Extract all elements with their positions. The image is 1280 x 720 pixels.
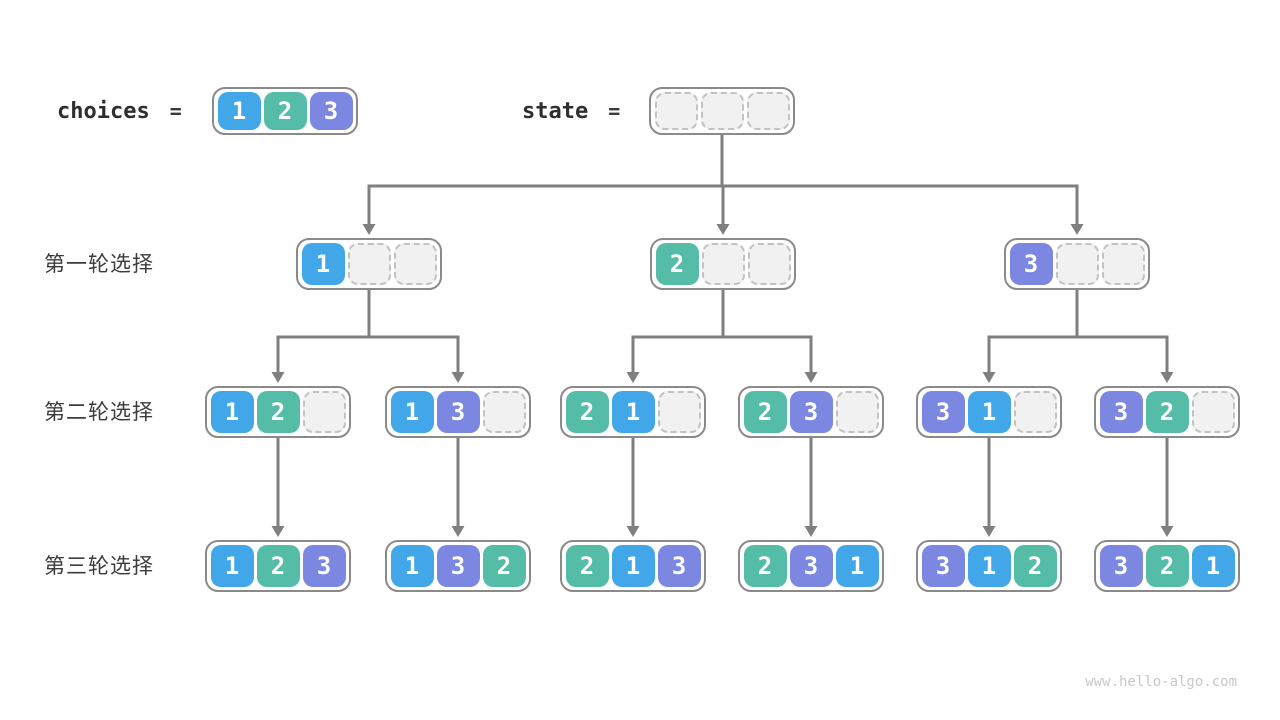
value-cell-2: 2 <box>256 391 300 433</box>
value-cell-2: 2 <box>743 545 787 587</box>
empty-cell <box>347 243 391 285</box>
empty-cell <box>746 92 790 130</box>
equals-sign: = <box>608 99 621 123</box>
round1-state-box-2: 3 <box>1004 238 1150 290</box>
value-cell-3: 3 <box>1099 391 1143 433</box>
round-2-label: 第二轮选择 <box>44 400 154 424</box>
state-label: state <box>522 98 589 124</box>
empty-cell <box>747 243 791 285</box>
value-cell-3: 3 <box>1099 545 1143 587</box>
value-cell-1: 1 <box>210 391 254 433</box>
empty-cell <box>393 243 437 285</box>
value-cell-1: 1 <box>301 243 345 285</box>
empty-cell <box>1191 391 1235 433</box>
value-cell-2: 2 <box>263 92 307 130</box>
value-cell-1: 1 <box>210 545 254 587</box>
state-expression: state = <box>522 87 620 135</box>
value-cell-3: 3 <box>436 391 480 433</box>
empty-cell <box>654 92 698 130</box>
value-cell-3: 3 <box>309 92 353 130</box>
empty-cell <box>1101 243 1145 285</box>
value-cell-1: 1 <box>835 545 879 587</box>
value-cell-1: 1 <box>217 92 261 130</box>
value-cell-1: 1 <box>611 391 655 433</box>
value-cell-2: 2 <box>1013 545 1057 587</box>
choices-label: choices <box>57 98 150 124</box>
value-cell-2: 2 <box>256 545 300 587</box>
value-cell-1: 1 <box>611 545 655 587</box>
value-cell-2: 2 <box>482 545 526 587</box>
empty-cell <box>701 243 745 285</box>
value-cell-2: 2 <box>565 391 609 433</box>
watermark-text: www.hello-algo.com <box>1085 674 1237 690</box>
value-cell-3: 3 <box>436 545 480 587</box>
equals-sign: = <box>169 99 182 123</box>
empty-cell <box>1013 391 1057 433</box>
value-cell-1: 1 <box>967 545 1011 587</box>
choices-expression: choices = <box>57 87 182 135</box>
value-cell-3: 3 <box>921 545 965 587</box>
round1-state-box-1: 2 <box>650 238 796 290</box>
value-cell-1: 1 <box>1191 545 1235 587</box>
empty-cell <box>700 92 744 130</box>
round1-state-box-0: 1 <box>296 238 442 290</box>
state-array-box <box>649 87 795 135</box>
value-cell-1: 1 <box>967 391 1011 433</box>
value-cell-2: 2 <box>1145 545 1189 587</box>
empty-cell <box>835 391 879 433</box>
value-cell-2: 2 <box>1145 391 1189 433</box>
value-cell-3: 3 <box>302 545 346 587</box>
value-cell-3: 3 <box>921 391 965 433</box>
round-3-label: 第三轮选择 <box>44 554 154 578</box>
value-cell-3: 3 <box>789 391 833 433</box>
empty-cell <box>657 391 701 433</box>
value-cell-2: 2 <box>565 545 609 587</box>
value-cell-1: 1 <box>390 391 434 433</box>
round-1-label: 第一轮选择 <box>44 252 154 276</box>
value-cell-2: 2 <box>743 391 787 433</box>
empty-cell <box>302 391 346 433</box>
value-cell-3: 3 <box>1009 243 1053 285</box>
value-cell-1: 1 <box>390 545 434 587</box>
value-cell-3: 3 <box>789 545 833 587</box>
value-cell-3: 3 <box>657 545 701 587</box>
empty-cell <box>1055 243 1099 285</box>
value-cell-2: 2 <box>655 243 699 285</box>
empty-cell <box>482 391 526 433</box>
